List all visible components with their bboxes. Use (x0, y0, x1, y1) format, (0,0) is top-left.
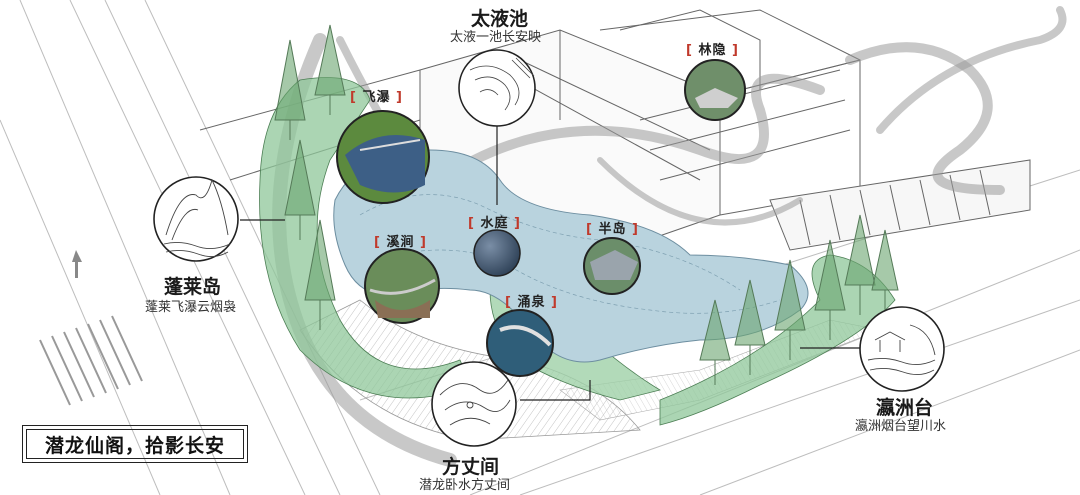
slogan-inner-border (26, 429, 244, 459)
sketch-penglaidao (153, 176, 239, 262)
feature-label-xijian: [ 溪涧 ] (374, 235, 427, 250)
callout-feiliu (336, 110, 430, 204)
yingzhoutai-title: 瀛洲台 (876, 397, 934, 419)
yingzhoutai-subtitle: 瀛洲烟台望川水 (855, 419, 947, 434)
callout-bandao (583, 237, 641, 295)
callout-shuiting (473, 229, 521, 277)
taiyechi-title: 太液池 (471, 8, 529, 30)
trees (274, 24, 899, 385)
sketch-taiyechi (458, 49, 536, 127)
feature-label-yongquan: [ 涌泉 ] (505, 295, 558, 310)
sketch-fangzhangjian (431, 361, 517, 447)
penglaidao-subtitle: 蓬莱飞瀑云烟袅 (145, 300, 237, 315)
leader-lines (240, 125, 860, 401)
slogan-box: 潜龙仙阁，拾影长安 (22, 425, 248, 463)
feature-label-bandao: [ 半岛 ] (586, 222, 639, 237)
fangzhangjian-title: 方丈间 (442, 456, 500, 478)
sketch-yingzhoutai (859, 306, 945, 392)
callout-linyin (684, 59, 746, 121)
crosswalk (39, 315, 143, 406)
slogan-text: 潜龙仙阁，拾影长安 (44, 434, 225, 457)
feature-label-shuiting: [ 水庭 ] (468, 216, 521, 231)
feature-label-feiliu: [ 飞瀑 ] (350, 90, 403, 105)
callout-xijian (364, 248, 440, 324)
feature-label-linyin: [ 林隐 ] (686, 43, 739, 58)
callout-yongquan (486, 309, 554, 377)
taiyechi-subtitle: 太液一池长安映 (450, 30, 542, 45)
penglaidao-title: 蓬莱岛 (164, 276, 222, 298)
lake-contours (359, 194, 781, 314)
fangzhangjian-subtitle: 潜龙卧水方丈间 (419, 478, 511, 493)
